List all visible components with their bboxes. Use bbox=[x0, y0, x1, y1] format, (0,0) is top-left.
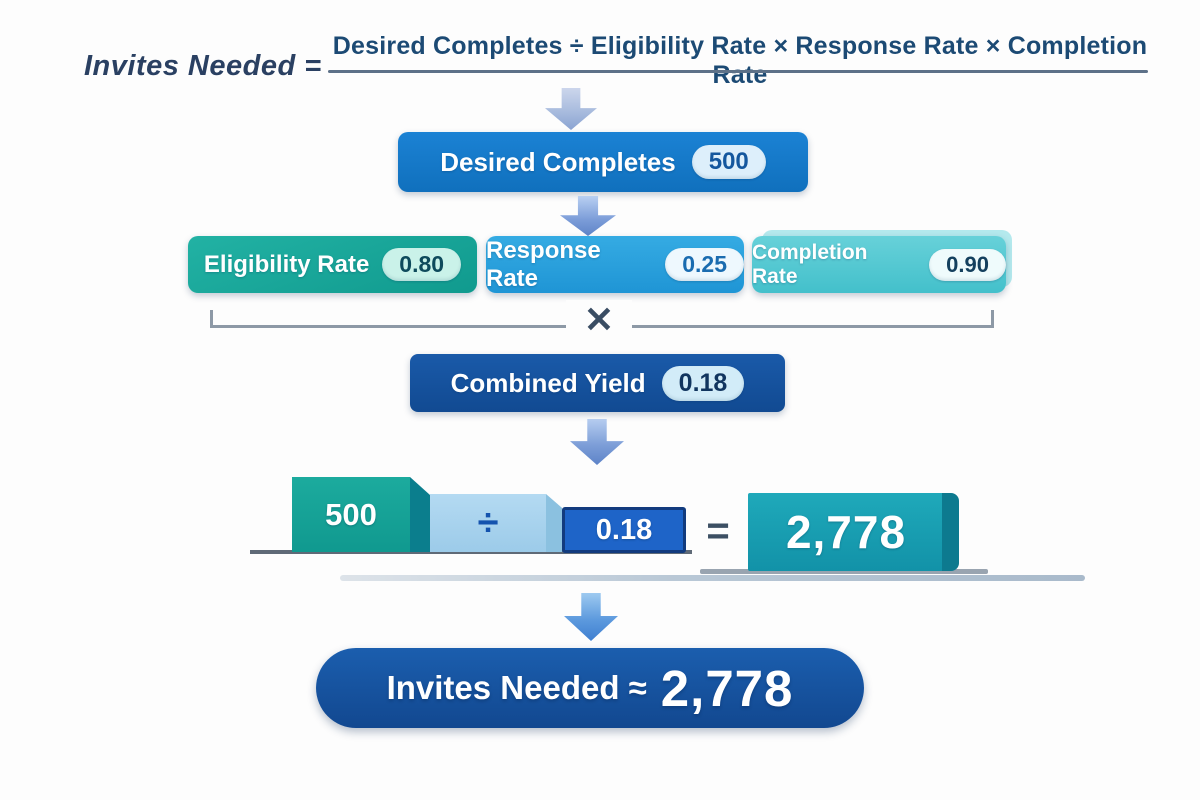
formula-lhs: Invites Needed = bbox=[84, 50, 322, 82]
dividend-block-side bbox=[410, 477, 430, 552]
combined-yield-label: Combined Yield bbox=[450, 367, 646, 398]
completion-rate-label: Completion Rate bbox=[752, 240, 868, 288]
completion-rate-value: 0.90 bbox=[929, 248, 1006, 281]
calc-ground-line-right bbox=[700, 569, 988, 574]
divide-block-side bbox=[546, 494, 562, 552]
invites-needed-result-pill: Invites Needed ≈ 2,778 bbox=[316, 648, 864, 728]
combined-yield-value: 0.18 bbox=[661, 365, 745, 401]
divisor-block: 0.18 bbox=[562, 507, 686, 553]
combined-yield-box: Combined Yield 0.18 bbox=[410, 354, 785, 412]
result-block-side bbox=[942, 493, 959, 571]
response-rate-label: Response Rate bbox=[486, 236, 601, 292]
desired-completes-box: Desired Completes 500 bbox=[398, 132, 808, 192]
result-block: 2,778 bbox=[748, 493, 944, 571]
result-pill-value: 2,778 bbox=[660, 659, 794, 717]
eligibility-rate-value: 0.80 bbox=[382, 248, 462, 281]
down-arrow-icon bbox=[560, 196, 616, 236]
fraction-bar bbox=[328, 70, 1148, 73]
equals-icon: = bbox=[706, 508, 730, 553]
response-rate-box: Response Rate 0.25 bbox=[486, 236, 744, 293]
divide-icon: ÷ bbox=[430, 494, 546, 552]
response-rate-value: 0.25 bbox=[665, 248, 744, 281]
calc-shadow-bar bbox=[340, 575, 1085, 581]
eligibility-rate-label: Eligibility Rate bbox=[203, 250, 370, 278]
formula-numerator: Desired Completes ÷ Eligibility Rate × R… bbox=[332, 32, 1148, 89]
calc-ground-line-left bbox=[250, 550, 692, 554]
down-arrow-icon bbox=[570, 419, 624, 465]
completion-rate-box: Completion Rate 0.90 bbox=[752, 236, 1006, 293]
down-arrow-icon bbox=[545, 88, 597, 130]
dividend-block: 500 bbox=[292, 477, 410, 552]
multiply-icon: ✕ bbox=[566, 300, 632, 342]
eligibility-rate-box: Eligibility Rate 0.80 bbox=[188, 236, 477, 293]
desired-completes-label: Desired Completes bbox=[440, 146, 676, 177]
result-pill-label: Invites Needed ≈ bbox=[386, 669, 647, 706]
desired-completes-value: 500 bbox=[691, 145, 766, 179]
down-arrow-icon bbox=[564, 593, 618, 641]
